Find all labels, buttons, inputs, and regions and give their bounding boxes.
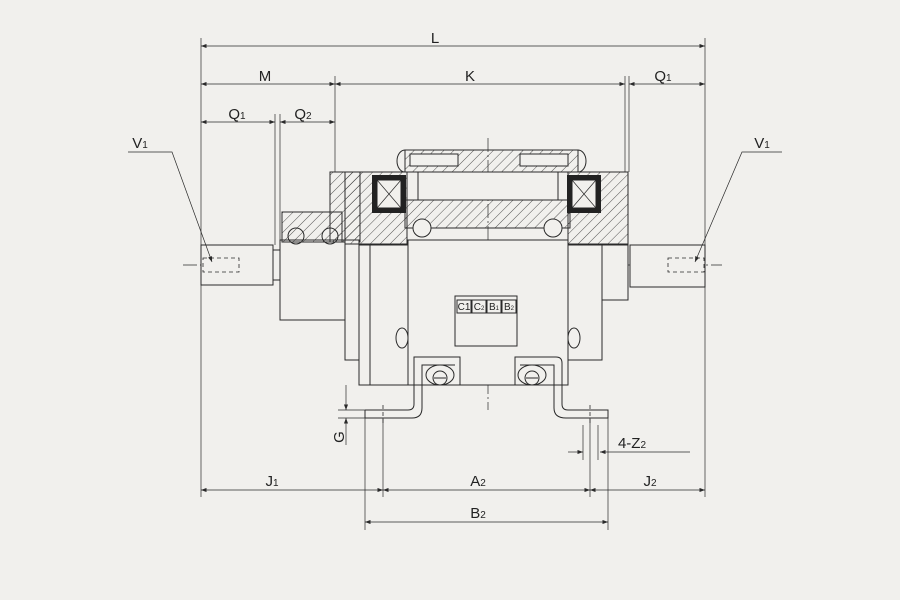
dim-label-l: L (431, 30, 439, 47)
dim-label-b2: B2 (470, 505, 486, 522)
terminal-b1: B1 (486, 299, 502, 314)
dim-label-v1-left: V1 (132, 135, 148, 152)
left-hub (358, 244, 410, 386)
dim-label-q1-right: Q1 (654, 68, 672, 85)
terminal-c1: C1 (456, 299, 472, 314)
svg-text:B2: B2 (504, 302, 515, 313)
dim-label-j2: J2 (643, 473, 657, 490)
left-shaft (200, 244, 282, 286)
dim-label-q1-left: Q1 (228, 106, 246, 123)
screw-icon (517, 364, 547, 386)
dim-label-j1: J1 (265, 473, 279, 490)
upper-section (344, 149, 629, 245)
svg-text:C2: C2 (474, 302, 485, 313)
terminal-b2: B2 (501, 299, 517, 314)
dim-label-4-z2: 4-Z2 (618, 435, 647, 452)
dim-label-q2: Q2 (294, 106, 312, 123)
dim-label-m: M (259, 68, 272, 85)
dim-label-g: G (331, 431, 348, 443)
svg-text:C1: C1 (458, 302, 471, 313)
svg-text:B1: B1 (489, 302, 500, 313)
dimension-lines (128, 43, 782, 525)
right-shaft (629, 244, 706, 288)
right-flange-lower (601, 244, 629, 301)
right-hub (567, 244, 603, 361)
armature-disk (344, 239, 360, 361)
terminal-box: C1 C2 B1 B2 (454, 295, 518, 347)
dim-label-a2: A2 (470, 473, 486, 490)
screw-icon (425, 364, 455, 386)
dim-label-v1-right: V1 (754, 135, 770, 152)
dim-label-k: K (465, 68, 475, 85)
terminal-c2: C2 (471, 299, 487, 314)
extension-lines (200, 38, 706, 530)
